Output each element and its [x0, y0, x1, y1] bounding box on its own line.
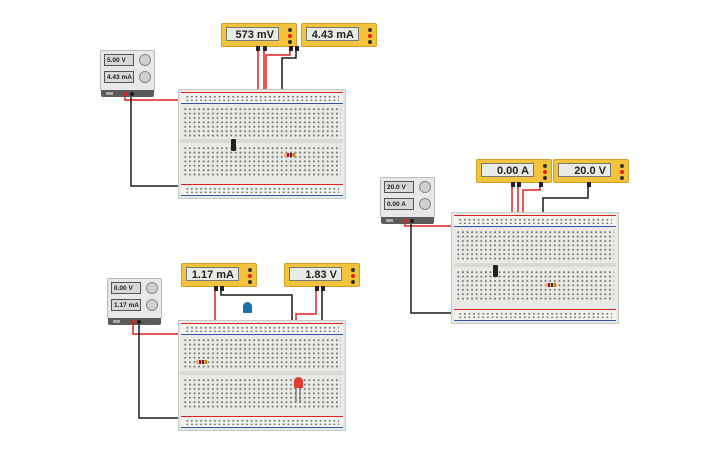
meter-terminal[interactable]: [256, 46, 260, 51]
meter-terminal[interactable]: [517, 182, 521, 187]
power-switch[interactable]: [113, 320, 120, 323]
meter-terminal[interactable]: [289, 46, 293, 51]
meter-reading: 0.00 A: [481, 163, 534, 177]
meter-knob-icon[interactable]: [620, 164, 624, 168]
capacitor-icon[interactable]: [231, 139, 236, 151]
breadboard[interactable]: [451, 212, 619, 324]
supply-voltage-display: 0.00 V: [111, 282, 141, 294]
meter-knob-icon[interactable]: [543, 176, 547, 180]
meter-knob-icon[interactable]: [288, 34, 292, 38]
resistor-icon[interactable]: [196, 360, 208, 364]
meter-reading: 573 mV: [226, 27, 279, 41]
multimeter-current[interactable]: 1.17 mA: [181, 263, 257, 291]
multimeter-voltage[interactable]: 1.83 V: [284, 263, 360, 291]
meter-terminal[interactable]: [214, 286, 218, 291]
meter-knob-icon[interactable]: [368, 28, 372, 32]
supply-voltage-display: 5.00 V: [104, 54, 134, 66]
multimeter-voltage[interactable]: 20.0 V: [539, 159, 629, 187]
meter-terminal[interactable]: [295, 46, 299, 51]
resistor-icon[interactable]: [284, 153, 296, 157]
voltage-dial[interactable]: [419, 181, 431, 193]
positive-terminal[interactable]: [131, 320, 135, 324]
power-switch[interactable]: [106, 92, 113, 95]
meter-terminal[interactable]: [263, 46, 267, 51]
meter-knob-icon[interactable]: [351, 280, 355, 284]
positive-terminal[interactable]: [404, 219, 408, 223]
meter-terminal[interactable]: [321, 286, 325, 291]
meter-terminal[interactable]: [315, 286, 319, 291]
supply-current-display: 1.17 mA: [111, 299, 141, 311]
meter-knob-icon[interactable]: [351, 274, 355, 278]
negative-terminal[interactable]: [410, 219, 414, 223]
power-supply[interactable]: 5.00 V 4.43 mA: [100, 50, 155, 97]
negative-terminal[interactable]: [130, 92, 134, 96]
blue-led-icon[interactable]: [243, 302, 252, 313]
resistor-icon[interactable]: [545, 283, 557, 287]
meter-terminal[interactable]: [511, 182, 515, 187]
breadboard[interactable]: [178, 320, 346, 431]
current-dial[interactable]: [146, 299, 158, 311]
meter-knob-icon[interactable]: [368, 34, 372, 38]
voltage-dial[interactable]: [139, 54, 151, 66]
current-dial[interactable]: [139, 71, 151, 83]
multimeter-voltage[interactable]: 573 mV: [221, 23, 297, 51]
meter-knob-icon[interactable]: [368, 40, 372, 44]
multimeter-current[interactable]: 0.00 A: [476, 159, 552, 187]
current-dial[interactable]: [419, 198, 431, 210]
meter-reading: 1.17 mA: [186, 267, 239, 281]
red-led-icon[interactable]: [294, 377, 303, 388]
meter-knob-icon[interactable]: [620, 176, 624, 180]
positive-terminal[interactable]: [124, 92, 128, 96]
wire-black: [130, 95, 180, 187]
capacitor-icon[interactable]: [493, 265, 498, 277]
meter-knob-icon[interactable]: [543, 164, 547, 168]
meter-knob-icon[interactable]: [288, 28, 292, 32]
meter-knob-icon[interactable]: [351, 268, 355, 272]
meter-knob-icon[interactable]: [248, 280, 252, 284]
meter-knob-icon[interactable]: [543, 170, 547, 174]
meter-knob-icon[interactable]: [248, 274, 252, 278]
power-switch[interactable]: [386, 219, 393, 222]
supply-current-display: 4.43 mA: [104, 71, 134, 83]
multimeter-current[interactable]: 4.43 mA: [289, 23, 377, 51]
supply-voltage-display: 20.0 V: [384, 181, 414, 193]
supply-current-display: 0.00 A: [384, 198, 414, 210]
meter-reading: 1.83 V: [289, 267, 342, 281]
meter-knob-icon[interactable]: [288, 40, 292, 44]
power-supply[interactable]: 0.00 V 1.17 mA: [107, 278, 162, 325]
meter-terminal[interactable]: [220, 286, 224, 291]
breadboard[interactable]: [178, 89, 346, 199]
meter-reading: 20.0 V: [558, 163, 611, 177]
wire-black: [410, 222, 455, 314]
power-supply[interactable]: 20.0 V 0.00 A: [380, 177, 435, 224]
voltage-dial[interactable]: [146, 282, 158, 294]
meter-knob-icon[interactable]: [248, 268, 252, 272]
meter-terminal[interactable]: [539, 182, 543, 187]
meter-terminal[interactable]: [587, 182, 591, 187]
negative-terminal[interactable]: [137, 320, 141, 324]
wire-black: [138, 322, 180, 419]
meter-knob-icon[interactable]: [620, 170, 624, 174]
meter-reading: 4.43 mA: [306, 27, 359, 41]
